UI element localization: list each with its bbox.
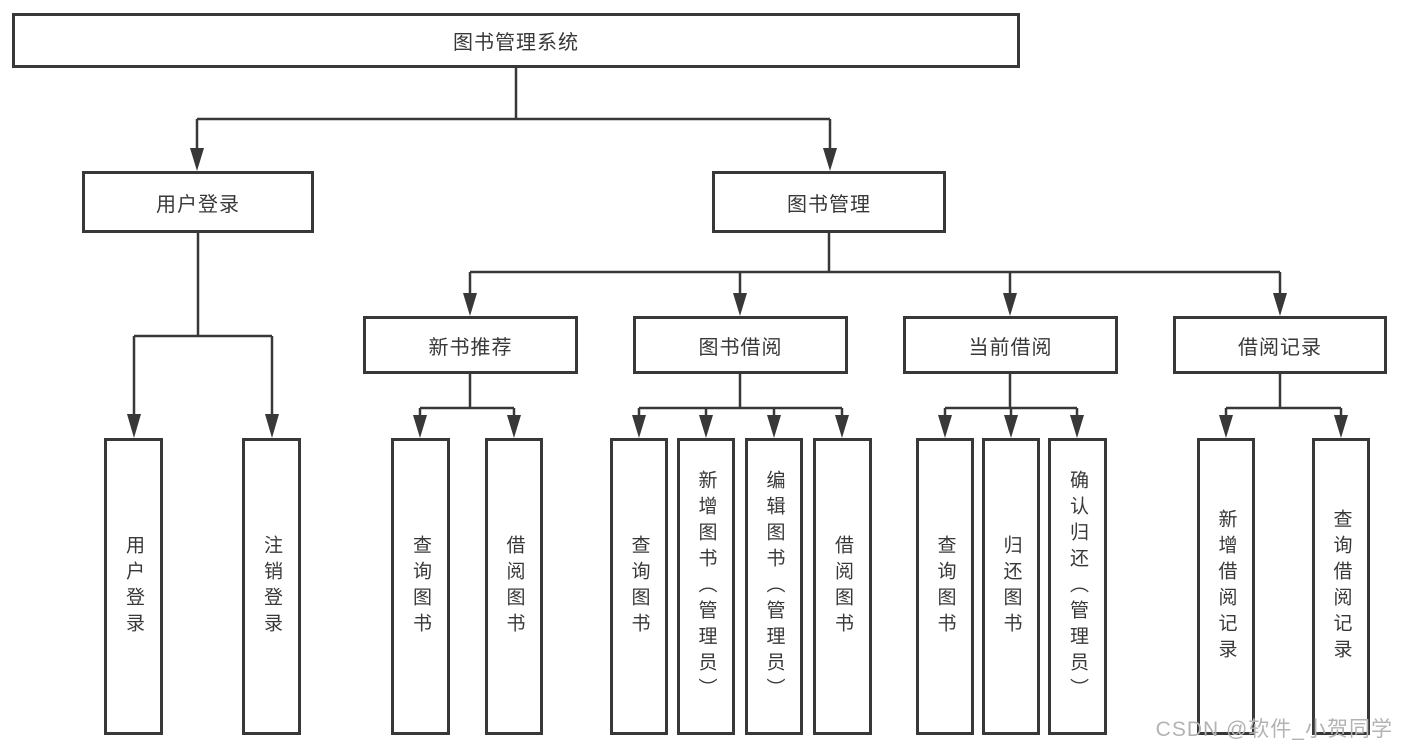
connector-bookmgmt-to-level3 (468, 233, 1282, 296)
csdn-watermark: CSDN @软件_小贺同学 (1155, 718, 1393, 741)
node-book-borrowing-label: 图书借阅 (698, 336, 783, 359)
node-book-borrowing: 图书借阅 (633, 316, 848, 374)
arrowheads (127, 148, 1348, 438)
node-nbr-query-books-label: 查询图书 (410, 534, 431, 639)
connector-records-to-children (1224, 374, 1343, 419)
node-book-management-label: 图书管理 (787, 193, 871, 216)
node-br-add-record-label: 新增借阅记录 (1215, 508, 1237, 665)
node-cb-confirm-return-admin: 确认归还（管理员） (1048, 438, 1107, 735)
node-user-login-label: 用户登录 (156, 193, 240, 216)
node-borrowing-records: 借阅记录 (1173, 316, 1387, 374)
node-bb-query-books-label: 查询图书 (628, 534, 650, 639)
node-user-login-leaf-label: 用户登录 (123, 534, 144, 639)
node-br-add-record: 新增借阅记录 (1197, 438, 1255, 735)
node-bb-edit-books-admin: 编辑图书（管理员） (745, 438, 803, 735)
connector-userlogin-to-children (132, 233, 274, 416)
node-cb-confirm-return-admin-label: 确认归还（管理员） (1067, 469, 1088, 704)
node-cb-return-books: 归还图书 (982, 438, 1040, 735)
node-br-query-record: 查询借阅记录 (1312, 438, 1370, 735)
node-user-login: 用户登录 (82, 171, 314, 233)
connector-currentborrow-to-children (943, 374, 1079, 419)
node-cb-query-books: 查询图书 (916, 438, 974, 735)
node-logout: 注销登录 (242, 438, 301, 735)
node-root: 图书管理系统 (12, 13, 1020, 68)
node-bb-add-books-admin: 新增图书（管理员） (677, 438, 735, 735)
node-bb-borrow-books-label: 借阅图书 (832, 534, 853, 639)
node-br-query-record-label: 查询借阅记录 (1330, 508, 1352, 665)
connector-bookborrow-to-children (637, 374, 844, 419)
node-cb-query-books-label: 查询图书 (934, 534, 956, 639)
node-bb-borrow-books: 借阅图书 (813, 438, 872, 735)
node-book-management: 图书管理 (712, 171, 946, 233)
node-current-borrowing: 当前借阅 (903, 316, 1118, 374)
node-bb-query-books: 查询图书 (610, 438, 668, 735)
node-user-login-leaf: 用户登录 (104, 438, 163, 735)
node-new-book-recommend-label: 新书推荐 (428, 336, 513, 359)
node-nbr-borrow-books: 借阅图书 (485, 438, 543, 735)
node-current-borrowing-label: 当前借阅 (968, 336, 1053, 359)
node-logout-label: 注销登录 (261, 534, 282, 639)
node-root-label: 图书管理系统 (453, 32, 579, 54)
node-new-book-recommend: 新书推荐 (363, 316, 578, 374)
node-bb-edit-books-admin-label: 编辑图书（管理员） (763, 469, 785, 704)
node-borrowing-records-label: 借阅记录 (1238, 336, 1322, 359)
node-nbr-borrow-books-label: 借阅图书 (503, 534, 525, 639)
node-cb-return-books-label: 归还图书 (1000, 534, 1022, 639)
connector-root-to-level2 (195, 68, 832, 152)
node-bb-add-books-admin-label: 新增图书（管理员） (695, 469, 717, 704)
node-nbr-query-books: 查询图书 (391, 438, 450, 735)
connector-newbook-to-children (418, 374, 516, 419)
